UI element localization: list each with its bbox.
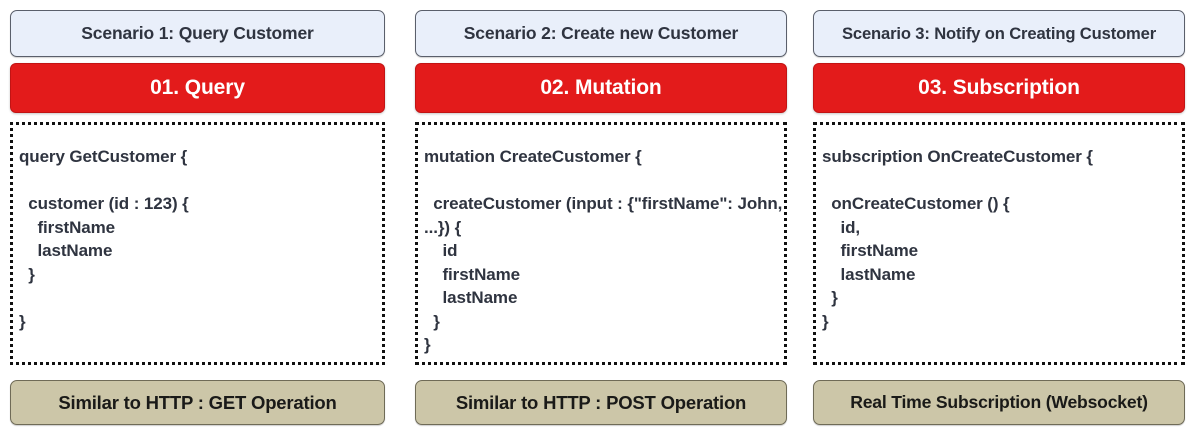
scenario-box-3: Scenario 3: Notify on Creating Customer [813,10,1185,57]
scenario-box-2: Scenario 2: Create new Customer [415,10,787,57]
code-snippet-2: mutation CreateCustomer { createCustomer… [424,147,783,354]
note-text-2: Similar to HTTP : POST Operation [455,391,747,413]
note-box-2: Similar to HTTP : POST Operation [415,380,787,425]
code-snippet-1: query GetCustomer { customer (id : 123) … [19,147,189,331]
operation-title-2: 02. Mutation [540,76,662,99]
note-text-3: Real Time Subscription (Websocket) [850,392,1148,412]
operation-bar-1: 01. Query [10,63,385,113]
scenario-title-3: Scenario 3: Notify on Creating Customer [841,23,1157,43]
scenario-title-2: Scenario 2: Create new Customer [463,23,739,43]
operation-bar-2: 02. Mutation [415,63,787,113]
scenario-column-2: Scenario 2: Create new Customer 02. Muta… [415,0,787,435]
code-snippet-3: subscription OnCreateCustomer { onCreate… [822,147,1093,331]
code-panel-2: mutation CreateCustomer { createCustomer… [415,122,787,365]
operation-bar-3: 03. Subscription [813,63,1185,113]
scenario-box-1: Scenario 1: Query Customer [10,10,385,57]
note-box-1: Similar to HTTP : GET Operation [10,380,385,425]
operation-title-1: 01. Query [150,76,245,99]
code-panel-1: query GetCustomer { customer (id : 123) … [10,122,385,365]
code-panel-3: subscription OnCreateCustomer { onCreate… [813,122,1185,365]
scenario-column-3: Scenario 3: Notify on Creating Customer … [813,0,1185,435]
scenario-title-1: Scenario 1: Query Customer [81,23,314,43]
scenario-column-1: Scenario 1: Query Customer 01. Query que… [10,0,385,435]
note-text-1: Similar to HTTP : GET Operation [58,391,337,413]
note-box-3: Real Time Subscription (Websocket) [813,380,1185,425]
operation-title-3: 03. Subscription [918,76,1080,99]
